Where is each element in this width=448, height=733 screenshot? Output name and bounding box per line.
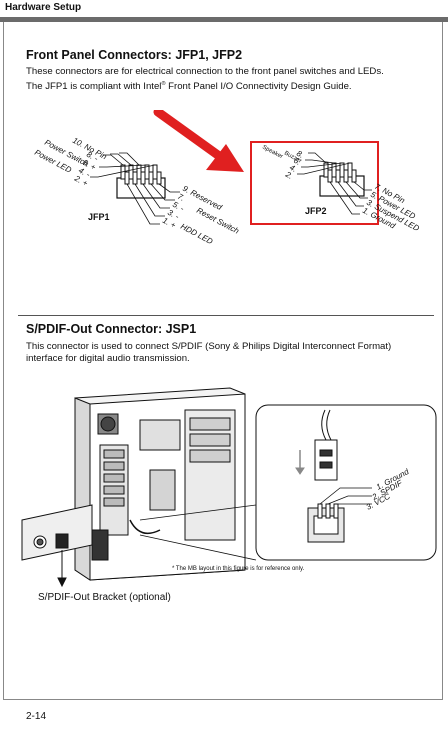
section-title: Hardware Setup	[5, 2, 82, 13]
leader-line-bottom	[139, 534, 257, 561]
jfp2-highlight-box	[250, 141, 379, 225]
spdif-bracket-illustration	[21, 504, 93, 588]
jfp2-speaker: Speaker	[261, 144, 284, 160]
registered-mark: ®	[161, 81, 166, 87]
jsp1-detail	[295, 409, 372, 543]
header-bar: Hardware Setup	[0, 0, 448, 22]
leader-line-top	[139, 504, 257, 521]
spdif-line1: This connector is used to connect S/PDIF…	[26, 341, 392, 352]
jfp1-connector: JFP1	[88, 152, 180, 225]
jfp2-pin-4: 4.	[288, 163, 298, 174]
pc-case-illustration	[74, 387, 246, 581]
jfp1-label: JFP1	[88, 212, 110, 222]
spdif-description: This connector is used to connect S/PDIF…	[26, 341, 438, 365]
front-panel-description: These connectors are for electrical conn…	[26, 66, 438, 93]
page-frame	[3, 22, 443, 700]
jfp2-connector: JFP2	[297, 152, 372, 216]
front-panel-diagram: JFP1 10. No Pin 8. - 6. + 4. - 2. + Powe…	[33, 110, 421, 247]
bracket-caption: S/PDIF-Out Bracket (optional)	[38, 592, 171, 603]
front-panel-heading: Front Panel Connectors: JFP1, JFP2	[26, 48, 243, 62]
jfp2-pin-8: 8.	[295, 149, 305, 160]
jfp1-pin-7: 7.	[176, 192, 186, 203]
spdif-line2: interface for digital audio transmission…	[26, 353, 190, 364]
front-panel-line2-post: Front Panel I/O Connectivity Design Guid…	[165, 81, 352, 93]
front-panel-line2-pre: The JFP1 is compliant with Intel	[26, 81, 162, 93]
highlight-arrow	[153, 110, 244, 172]
page-number: 2-14	[26, 711, 47, 722]
jfp1-hdd-led: HDD LED	[179, 222, 214, 247]
spdif-heading: S/PDIF-Out Connector: JSP1	[26, 322, 197, 336]
front-panel-line1: These connectors are for electrical conn…	[26, 66, 384, 77]
jfp2-pin-6: 6.	[292, 156, 302, 167]
jfp2-label: JFP2	[305, 206, 327, 216]
layout-note: * The MB layout in this figure is for re…	[172, 566, 305, 572]
section-divider	[18, 315, 434, 316]
jsp1-detail-box	[255, 404, 437, 561]
spdif-diagram: 1. Ground 2. SPDIF 3. VCC * The MB layou…	[21, 387, 437, 588]
jfp2-pin-2: 2.	[283, 169, 294, 181]
